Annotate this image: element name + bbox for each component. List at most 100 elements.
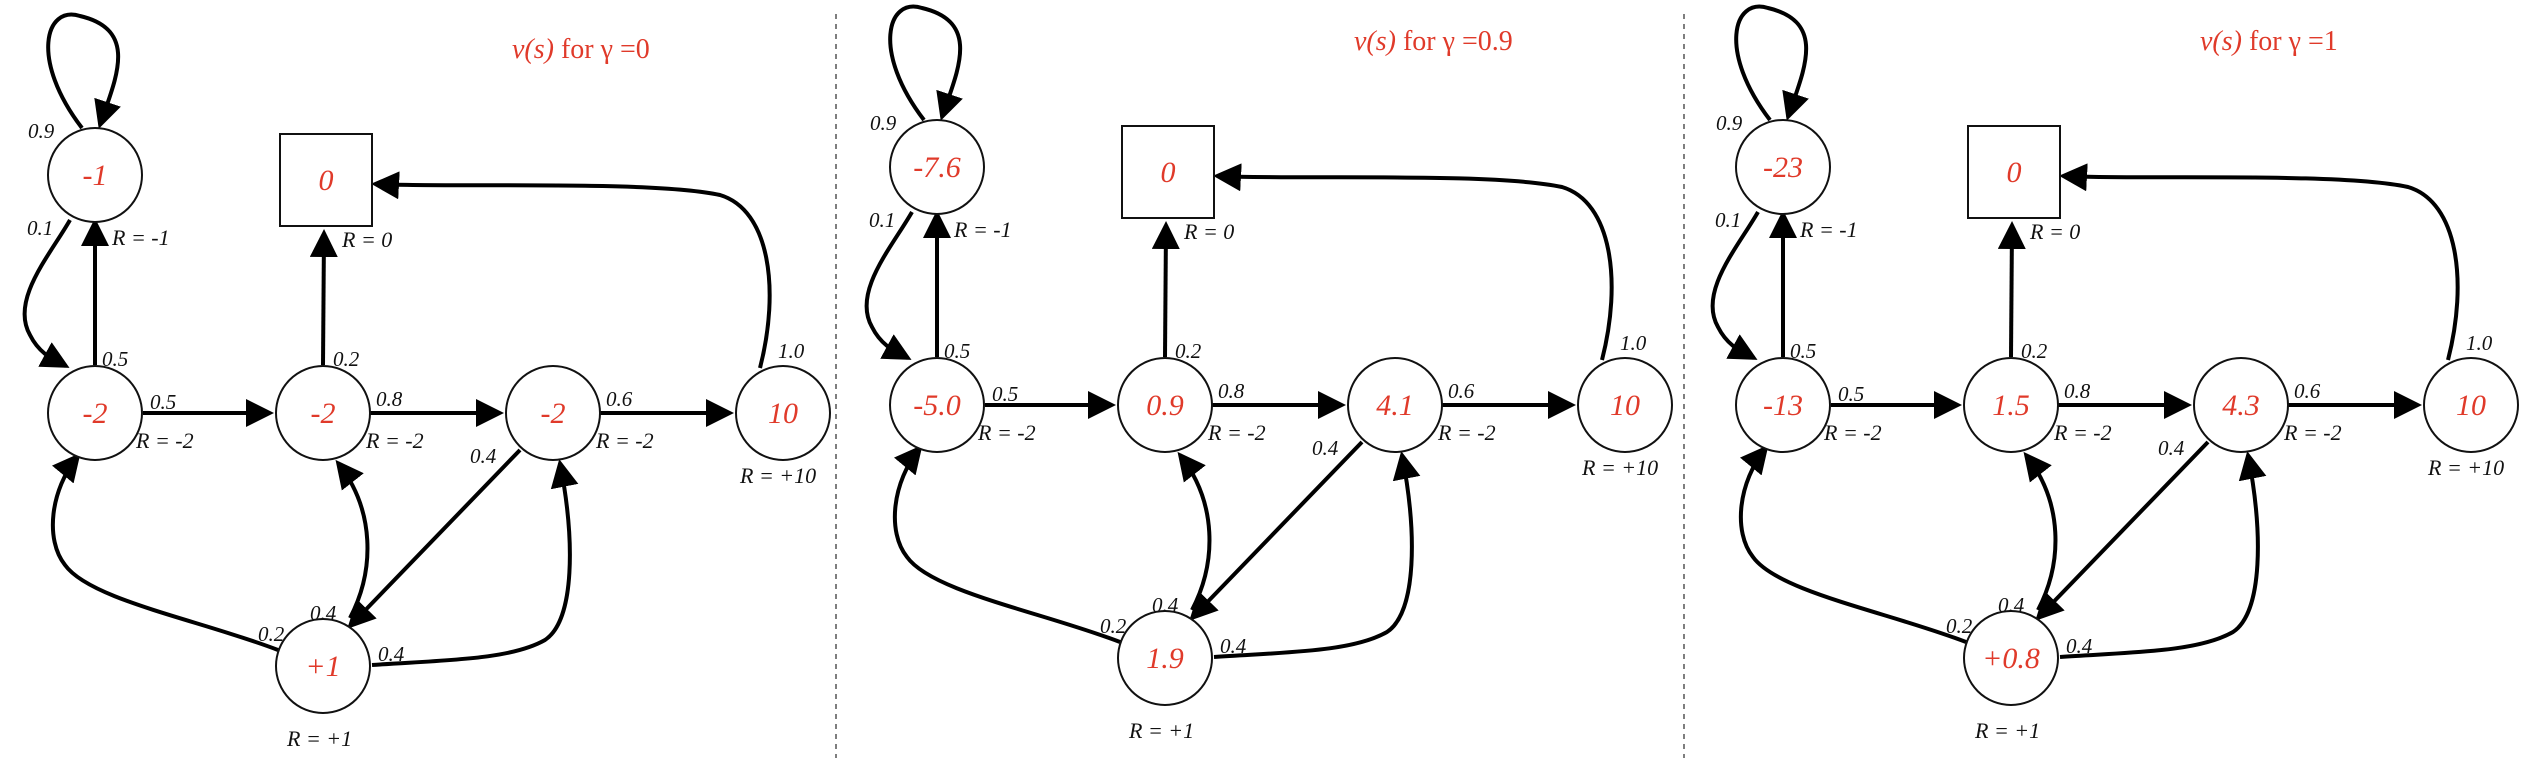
edge-facebook-class1 <box>864 211 914 360</box>
prob-class1-to-class2: 0.5 <box>1838 382 1864 406</box>
reward-class2: R = -2 <box>365 428 424 453</box>
edge-pass-sleep <box>1213 163 1614 361</box>
panel-title-suffix: for γ =0 <box>554 34 650 65</box>
prob-pub-to-class3: 0.4 <box>378 642 405 666</box>
node-sleep-square <box>1967 125 2061 219</box>
panel-title: v(s) for γ =0.9 <box>1354 26 1513 57</box>
prob-class3-to-pass: 0.6 <box>606 387 633 411</box>
node-sleep-square <box>1121 125 1215 219</box>
reward-sleep: R = 0 <box>2029 219 2080 244</box>
reward-class3: R = -2 <box>2283 420 2342 445</box>
node-sleep-value: 0 <box>319 164 334 197</box>
edge-class2-sleep <box>309 229 338 366</box>
panel-title-prefix: v(s) <box>1354 26 1396 57</box>
prob-class2-to-sleep: 0.2 <box>333 347 360 371</box>
reward-pub: R = +1 <box>286 726 352 751</box>
node-class3: 4.3 <box>2193 357 2289 453</box>
panel-title-prefix: v(s) <box>512 34 554 65</box>
panel-title-prefix: v(s) <box>2200 26 2242 57</box>
edge-pub-class3-curve <box>2059 451 2267 659</box>
node-class3-value: 4.3 <box>2222 389 2260 422</box>
node-class2: 0.9 <box>1117 357 1213 453</box>
reward-facebook: R = -1 <box>1799 217 1858 242</box>
panel-title-suffix: for γ =1 <box>2242 26 2338 57</box>
reward-pass: R = +10 <box>2427 455 2504 480</box>
edge-pub-class3-curve <box>371 459 579 667</box>
prob-pub-to-class2: 0.4 <box>310 601 337 625</box>
panel-title: v(s) for γ =0 <box>512 34 650 65</box>
prob-facebook-to-class1: 0.1 <box>869 208 895 232</box>
node-pass: 10 <box>735 365 831 461</box>
prob-facebook-self: 0.9 <box>28 119 55 143</box>
reward-class3: R = -2 <box>595 428 654 453</box>
panel-title: v(s) for γ =1 <box>2200 26 2338 57</box>
prob-pub-to-class1: 0.2 <box>1946 614 1973 638</box>
node-facebook: -7.6 <box>889 119 985 215</box>
prob-pass-to-sleep: 1.0 <box>1620 331 1647 355</box>
node-sleep: 0 <box>1121 125 1215 219</box>
reward-class1: R = -2 <box>977 420 1036 445</box>
reward-pub: R = +1 <box>1128 718 1194 743</box>
node-class2-value: 0.9 <box>1146 389 1184 422</box>
prob-class3-to-pub: 0.4 <box>1312 436 1339 460</box>
edge-facebook-self <box>46 12 121 130</box>
node-class3-circle <box>2193 357 2289 453</box>
node-class1-value: -13 <box>1763 389 1803 422</box>
reward-class2: R = -2 <box>1207 420 1266 445</box>
node-class2-circle <box>1117 357 1213 453</box>
node-sleep-value: 0 <box>1161 156 1176 189</box>
node-class2-circle <box>275 365 371 461</box>
edge-pub-class3 <box>1189 440 1364 621</box>
node-sleep-square <box>279 133 373 227</box>
node-pub-circle <box>1963 610 2059 706</box>
prob-class3-to-pass: 0.6 <box>1448 379 1475 403</box>
prob-class1-to-facebook: 0.5 <box>102 347 128 371</box>
prob-class2-to-class3: 0.8 <box>376 387 403 411</box>
node-pub-circle <box>275 618 371 714</box>
node-facebook-value: -23 <box>1763 151 1803 184</box>
node-sleep: 0 <box>279 133 373 227</box>
prob-pass-to-sleep: 1.0 <box>2466 331 2493 355</box>
edge-pub-class2 <box>2023 451 2058 611</box>
node-pass-circle <box>2423 357 2519 453</box>
node-pub-value: +1 <box>305 650 340 683</box>
node-pub: +0.8 <box>1963 610 2059 706</box>
prob-class2-to-sleep: 0.2 <box>2021 339 2048 363</box>
prob-class3-to-pub: 0.4 <box>470 444 497 468</box>
prob-facebook-self: 0.9 <box>870 111 897 135</box>
node-pass-value: 10 <box>1610 389 1640 422</box>
node-sleep: 0 <box>1967 125 2061 219</box>
node-class2-circle <box>1963 357 2059 453</box>
prob-class1-to-class2: 0.5 <box>150 390 176 414</box>
edge-pub-class1 <box>50 452 279 652</box>
prob-pub-to-class3: 0.4 <box>2066 634 2093 658</box>
node-pass-circle <box>1577 357 1673 453</box>
prob-class1-to-class2: 0.5 <box>992 382 1018 406</box>
edge-pub-class3-curve <box>1213 451 1421 659</box>
prob-class3-to-pub: 0.4 <box>2158 436 2185 460</box>
node-facebook: -1 <box>47 127 143 223</box>
prob-class2-to-class3: 0.8 <box>2064 379 2091 403</box>
reward-pass: R = +10 <box>739 463 816 488</box>
edge-pub-class1 <box>892 444 1121 644</box>
edge-pass-sleep <box>2059 163 2460 361</box>
edge-pub-class3 <box>347 448 522 629</box>
edge-facebook-class1 <box>1710 211 1760 360</box>
edge-pub-class3 <box>2035 440 2210 621</box>
edge-class2-sleep <box>1997 221 2026 358</box>
node-class1-circle <box>47 365 143 461</box>
node-class1-circle <box>889 357 985 453</box>
node-class1-circle <box>1735 357 1831 453</box>
node-facebook-circle <box>47 127 143 223</box>
node-pub-circle <box>1117 610 1213 706</box>
node-class1: -2 <box>47 365 143 461</box>
prob-pass-to-sleep: 1.0 <box>778 339 805 363</box>
node-sleep-value: 0 <box>2007 156 2022 189</box>
node-class3-value: 4.1 <box>1376 389 1414 422</box>
node-pass: 10 <box>2423 357 2519 453</box>
edge-pub-class1 <box>1738 444 1967 644</box>
